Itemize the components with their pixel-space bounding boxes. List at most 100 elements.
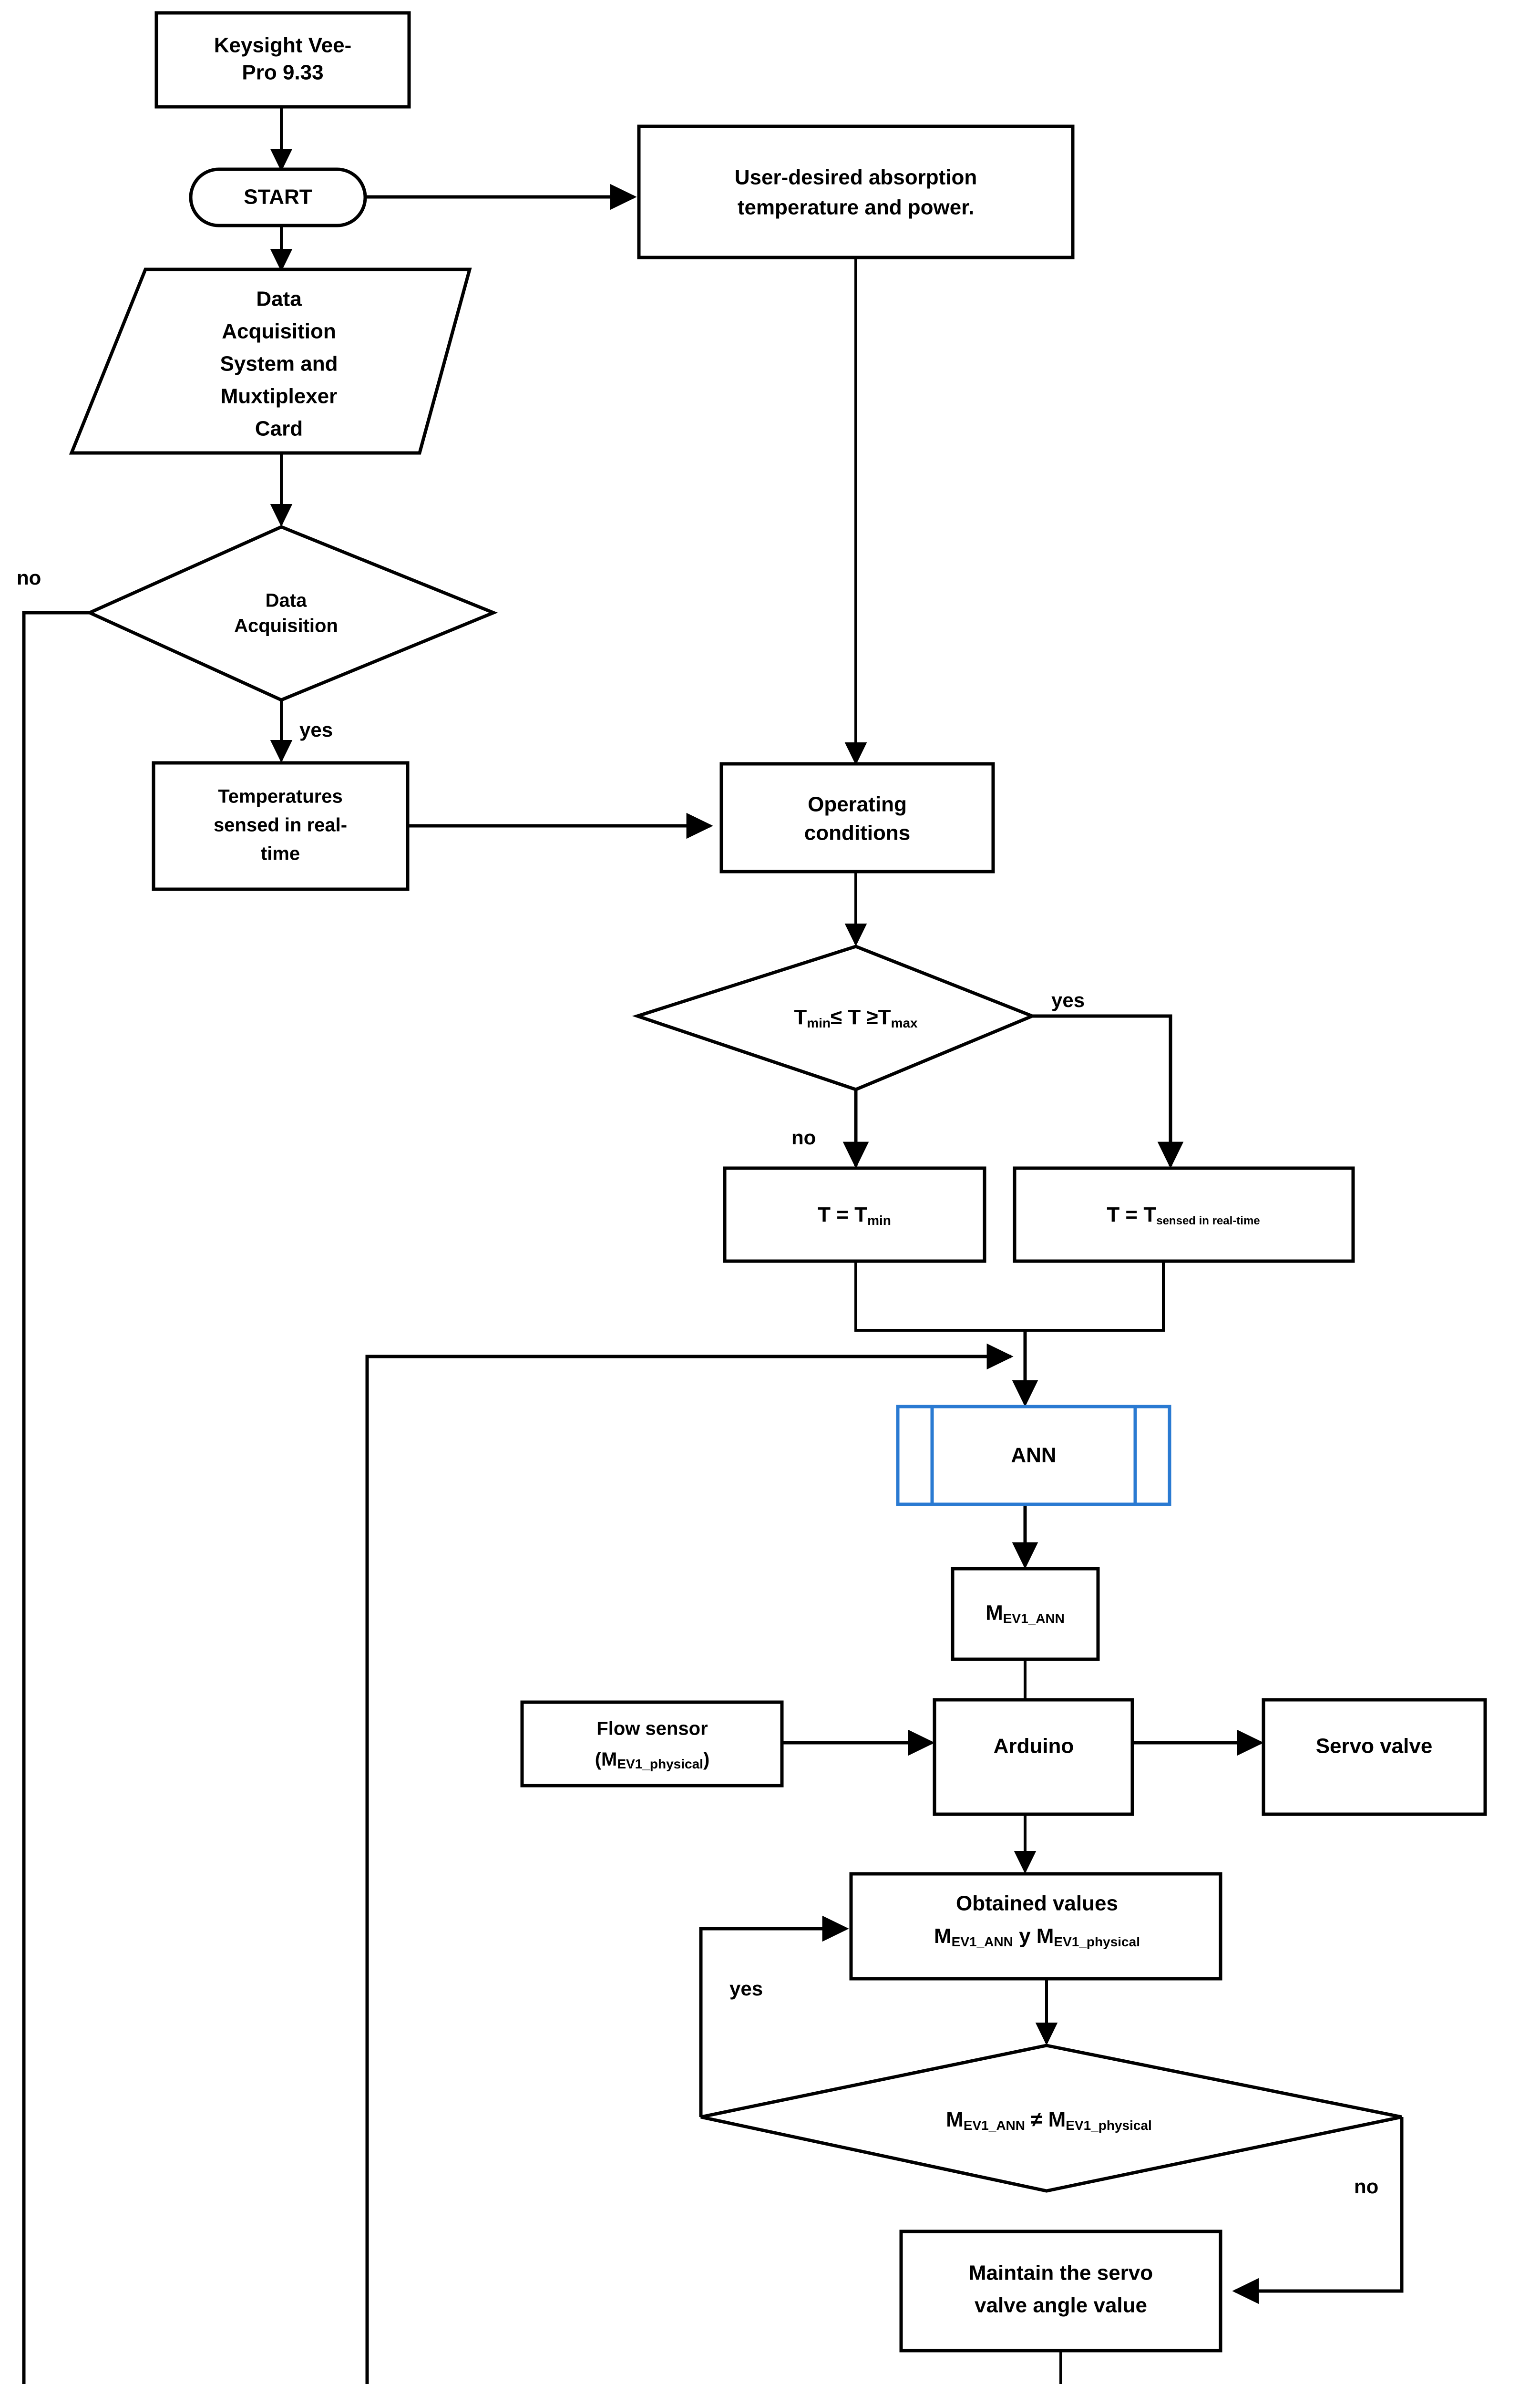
edge-label-daq-no: no (17, 566, 41, 589)
m-ev1-ann-label: MEV1_ANN (986, 1601, 1065, 1626)
flow-sensor-line2: (MEV1_physical) (595, 1749, 710, 1772)
obtained-line2: MEV1_ANN y MEV1_physical (934, 1924, 1140, 1950)
edge-label-range-yes: yes (1051, 989, 1085, 1011)
obtained-s1: EV1_ANN (952, 1934, 1013, 1949)
daq-card-line4: Muxtiplexer (221, 385, 338, 408)
user-desired-box[interactable] (637, 124, 1075, 259)
flow-sensor-sub: EV1_physical (617, 1757, 703, 1771)
daq-card-line2: Acquisition (222, 320, 336, 343)
node-temps-sensed[interactable]: Temperatures sensed in real- time (152, 761, 410, 891)
edge-label-compare-yes: yes (729, 1977, 763, 2000)
t-tmin-prefix: T = T (818, 1203, 867, 1226)
edge-label-compare-no: no (1354, 2175, 1378, 2198)
keysight-box[interactable] (154, 11, 411, 109)
m-ev1-ann-box[interactable] (951, 1567, 1100, 1661)
arduino-label: Arduino (994, 1735, 1074, 1758)
operating-conditions-box[interactable] (719, 762, 995, 873)
node-operating-conditions[interactable]: Operating conditions (719, 762, 995, 873)
edge-compare-no (1232, 2117, 1404, 2304)
compare-diamond[interactable] (700, 2044, 1402, 2193)
obtained-line1: Obtained values (956, 1892, 1118, 1915)
obtained-s2: EV1_physical (1054, 1934, 1140, 1949)
user-desired-line1: User-desired absorption (735, 166, 977, 189)
servo-valve-box[interactable] (1262, 1698, 1487, 1816)
flow-sensor-suffix: ) (703, 1749, 709, 1770)
keysight-label-line1: Keysight Vee- (214, 34, 352, 57)
flow-sensor-box[interactable] (520, 1700, 784, 1788)
temp-range-base-min: T (794, 1006, 807, 1029)
node-t-equals-tsensed[interactable]: T = Tsensed in real-time (1013, 1166, 1355, 1263)
daq-card-line5: Card (255, 417, 303, 441)
temp-range-sub-min: min (807, 1016, 831, 1030)
user-desired-line2: temperature and power. (738, 196, 974, 219)
temps-sensed-line2: sensed in real- (214, 815, 347, 836)
ann-label: ANN (1011, 1444, 1056, 1467)
edge-t-merge-bracket (854, 1261, 1165, 1332)
t-equals-tsensed-label: T = Tsensed in real-time (1107, 1203, 1260, 1228)
daq-decision-line2: Acquisition (234, 616, 338, 637)
ann-box[interactable] (896, 1405, 1171, 1506)
temps-sensed-line1: Temperatures (218, 786, 343, 807)
edge-temprange-yes (1032, 1014, 1184, 1169)
node-start[interactable]: START (189, 167, 367, 227)
obtained-values-box[interactable] (849, 1872, 1222, 1981)
compare-op: ≠ M (1025, 2108, 1066, 2131)
t-tmin-sub: min (867, 1213, 891, 1228)
node-user-desired[interactable]: User-desired absorption temperature and … (637, 124, 1075, 259)
t-tsensed-prefix: T = T (1107, 1203, 1156, 1226)
arduino-box[interactable] (933, 1698, 1134, 1816)
edge-daq-no-to-end (22, 611, 90, 2384)
node-maintain[interactable]: Maintain the servo valve angle value (899, 2230, 1222, 2353)
edge-compare-yes (699, 1915, 849, 2117)
daq-card-line3: System and (220, 352, 338, 376)
m-ev1-sub: EV1_ANN (1003, 1611, 1065, 1626)
t-equals-tmin-box[interactable] (723, 1166, 986, 1263)
node-servo-valve[interactable]: Servo valve (1262, 1698, 1487, 1816)
temps-sensed-box[interactable] (152, 761, 410, 891)
obtained-p1: M (934, 1924, 952, 1948)
temp-range-sub-max: max (891, 1016, 918, 1030)
node-arduino[interactable]: Arduino (933, 1698, 1134, 1816)
node-keysight[interactable]: Keysight Vee- Pro 9.33 (154, 11, 411, 109)
keysight-label-line2: Pro 9.33 (242, 61, 323, 84)
node-compare-decision[interactable]: MEV1_ANN ≠ MEV1_physical (700, 2044, 1402, 2193)
edge-feedback-loop-to-ann (365, 1343, 1014, 2384)
node-obtained-values[interactable]: Obtained values MEV1_ANN y MEV1_physical (849, 1872, 1222, 1981)
flow-sensor-prefix: (M (595, 1749, 617, 1770)
node-flow-sensor[interactable]: Flow sensor (MEV1_physical) (520, 1700, 784, 1788)
obtained-mid: y M (1013, 1924, 1054, 1948)
connector-layer (22, 107, 1404, 2384)
temp-range-diamond[interactable] (632, 945, 1037, 1091)
compare-s2: EV1_physical (1066, 2118, 1152, 2133)
node-temp-range-decision[interactable]: Tmin≤ T ≥Tmax (632, 945, 1037, 1091)
temp-range-base-max: T (878, 1006, 891, 1029)
temp-range-op: ≤ T ≥ (831, 1006, 878, 1029)
node-ann[interactable]: ANN (896, 1405, 1171, 1506)
node-t-equals-tmin[interactable]: T = Tmin (723, 1166, 986, 1263)
start-terminator[interactable] (189, 167, 367, 227)
node-daq-decision[interactable]: Data Acquisition (85, 525, 498, 702)
compare-s1: EV1_ANN (964, 2118, 1025, 2133)
compare-label: MEV1_ANN ≠ MEV1_physical (946, 2108, 1152, 2133)
flow-sensor-line1: Flow sensor (596, 1718, 708, 1739)
daq-card-line1: Data (256, 288, 302, 311)
compare-p1: M (946, 2108, 964, 2131)
temps-sensed-line3: time (261, 843, 300, 864)
m-ev1-prefix: M (986, 1601, 1003, 1624)
t-equals-tsensed-box[interactable] (1013, 1166, 1355, 1263)
t-equals-tmin-label: T = Tmin (818, 1203, 891, 1228)
operating-line2: conditions (804, 822, 910, 845)
node-daq-card[interactable]: Data Acquisition System and Muxtiplexer … (69, 267, 472, 455)
start-label: START (244, 185, 312, 209)
servo-valve-label: Servo valve (1316, 1735, 1433, 1758)
daq-decision-diamond[interactable] (85, 525, 498, 702)
edge-label-range-no: no (791, 1126, 816, 1149)
maintain-box[interactable] (899, 2230, 1222, 2353)
node-m-ev1-ann[interactable]: MEV1_ANN (951, 1567, 1100, 1661)
t-tsensed-sub: sensed in real-time (1156, 1214, 1260, 1227)
edge-label-daq-yes: yes (299, 719, 333, 741)
operating-line1: Operating (808, 793, 907, 816)
maintain-line1: Maintain the servo (969, 2261, 1153, 2285)
daq-card-parallelogram[interactable] (69, 267, 472, 455)
